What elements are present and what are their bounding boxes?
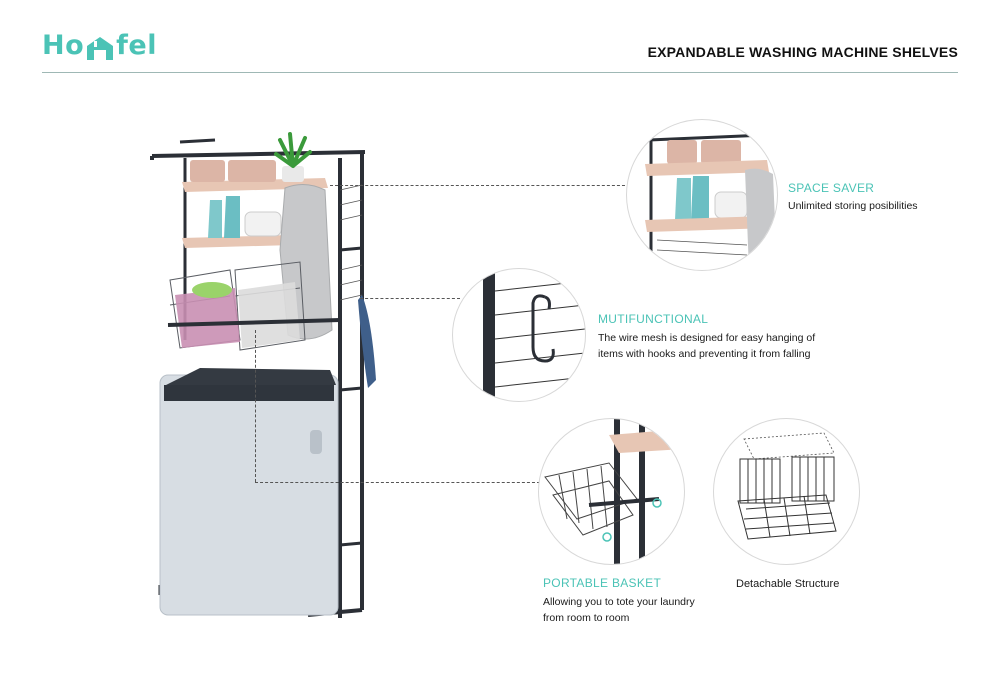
space-saver-description: Unlimited storing posibilities — [788, 200, 918, 212]
connector-line-basket-vertical — [255, 330, 256, 482]
product-illustration — [150, 132, 376, 618]
multifunctional-description-line2: items with hooks and preventing it from … — [598, 348, 811, 360]
connector-line-space-saver — [330, 185, 630, 186]
multifunctional-description-line1: The wire mesh is designed for easy hangi… — [598, 332, 816, 344]
portable-basket-image — [538, 418, 685, 565]
space-saver-title: SPACE SAVER — [788, 181, 875, 195]
portable-basket-title: PORTABLE BASKET — [543, 576, 662, 590]
connector-line-basket — [255, 482, 540, 483]
logo-text-left: Ho — [42, 30, 85, 61]
detachable-structure-image — [713, 418, 860, 565]
page-title: EXPANDABLE WASHING MACHINE SHELVES — [647, 44, 958, 60]
house-icon — [87, 37, 114, 60]
space-saver-image — [626, 119, 778, 271]
multifunctional-title: MUTIFUNCTIONAL — [598, 312, 709, 326]
detachable-structure-title: Detachable Structure — [736, 578, 840, 590]
portable-basket-description-line2: from room to room — [543, 612, 630, 624]
connector-line-multifunctional — [360, 298, 460, 299]
logo-text-right: fel — [116, 30, 157, 61]
brand-logo: Ho fel — [42, 30, 157, 61]
header-divider — [42, 72, 958, 73]
multifunctional-image — [452, 268, 586, 402]
portable-basket-description-line1: Allowing you to tote your laundry — [543, 596, 695, 608]
